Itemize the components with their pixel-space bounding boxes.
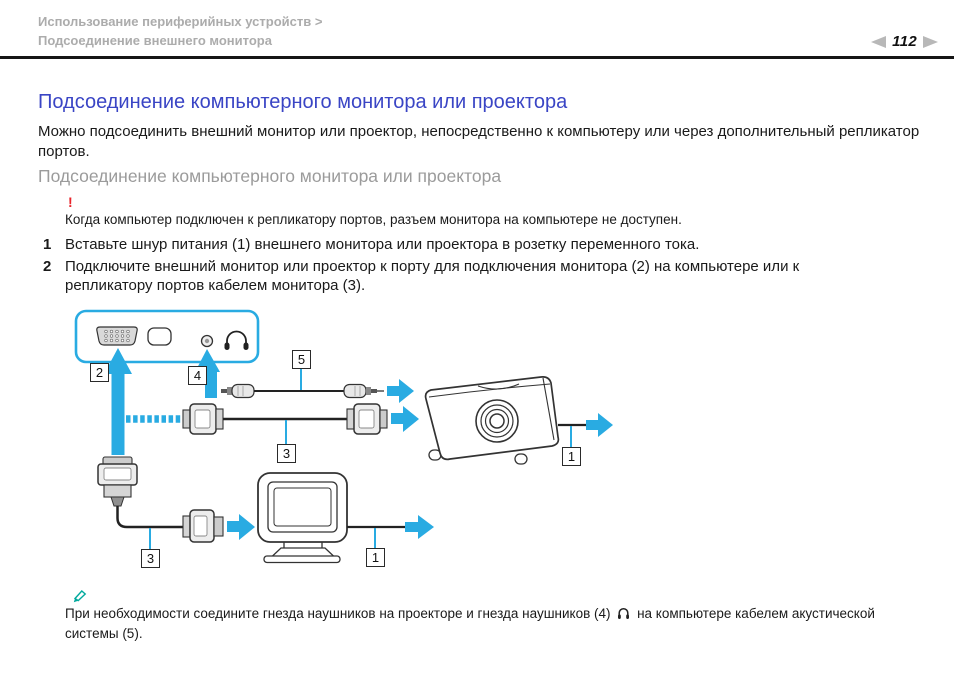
page-navigation: 112 [871,33,938,50]
arrow-monitor-cable-to-projector [391,406,419,432]
step-1-text: Вставьте шнур питания (1) внешнего монит… [65,236,700,253]
section-subtitle: Подсоединение компьютерного монитора или… [38,166,502,186]
arrow-projector-power [586,413,613,437]
warning-text: Когда компьютер подключен к репликатору … [65,212,682,227]
breadcrumb-line-2[interactable]: Подсоединение внешнего монитора [38,32,272,48]
headphones-jack-icon [200,334,214,348]
speaker-cable [221,383,384,399]
step-2: 2 Подключите внешний монитор или проекто… [43,258,843,295]
computer-ports-panel [74,309,260,364]
step-1-number: 1 [43,236,52,253]
arrow-speaker-cable-to-projector [387,379,414,403]
step-2-text: Подключите внешний монитор или проектор … [65,258,800,294]
headphones-icon [224,330,249,350]
callout-monitor-power-cord: 1 [366,548,385,567]
monitor-cable-bottom [97,456,224,543]
arrow-cable-to-monitor [227,514,255,540]
step-2-number: 2 [43,258,52,275]
callout-monitor-cable: 3 [277,444,296,463]
breadcrumb[interactable]: Использование периферийных устройств > П… [38,13,322,50]
monitor-port-icon [96,326,138,346]
arrow-monitor-power [405,515,434,539]
next-page-icon[interactable] [923,35,938,48]
step-1: 1 Вставьте шнур питания (1) внешнего мон… [43,236,843,255]
callout-lines [149,369,572,549]
headphones-icon [617,606,630,625]
callout-monitor-port: 2 [90,363,109,382]
callout-monitor-cable-bottom: 3 [141,549,160,568]
intro-paragraph: Можно подсоединить внешний монитор или п… [38,123,920,160]
note-text-before: При необходимости соедините гнезда наушн… [65,606,611,621]
projector [424,376,560,465]
page-number: 112 [892,33,917,50]
page-title: Подсоединение компьютерного монитора или… [38,91,568,113]
note-text-after: на компьютере кабелем акустической систе… [65,606,875,641]
header-divider [0,56,954,59]
breadcrumb-line-1[interactable]: Использование периферийных устройств > [38,14,323,29]
note-pencil-icon [71,588,88,609]
warning-icon: ! [68,194,73,210]
secondary-port-icon [147,327,172,346]
callout-headphones-jack: 4 [188,366,207,385]
callout-projector-power-cord: 1 [562,447,581,466]
note-text: При необходимости соедините гнезда наушн… [65,605,885,642]
crt-monitor [257,472,348,564]
monitor-cable [182,403,388,435]
prev-page-icon[interactable] [871,35,887,48]
callout-speaker-cable: 5 [292,350,311,369]
